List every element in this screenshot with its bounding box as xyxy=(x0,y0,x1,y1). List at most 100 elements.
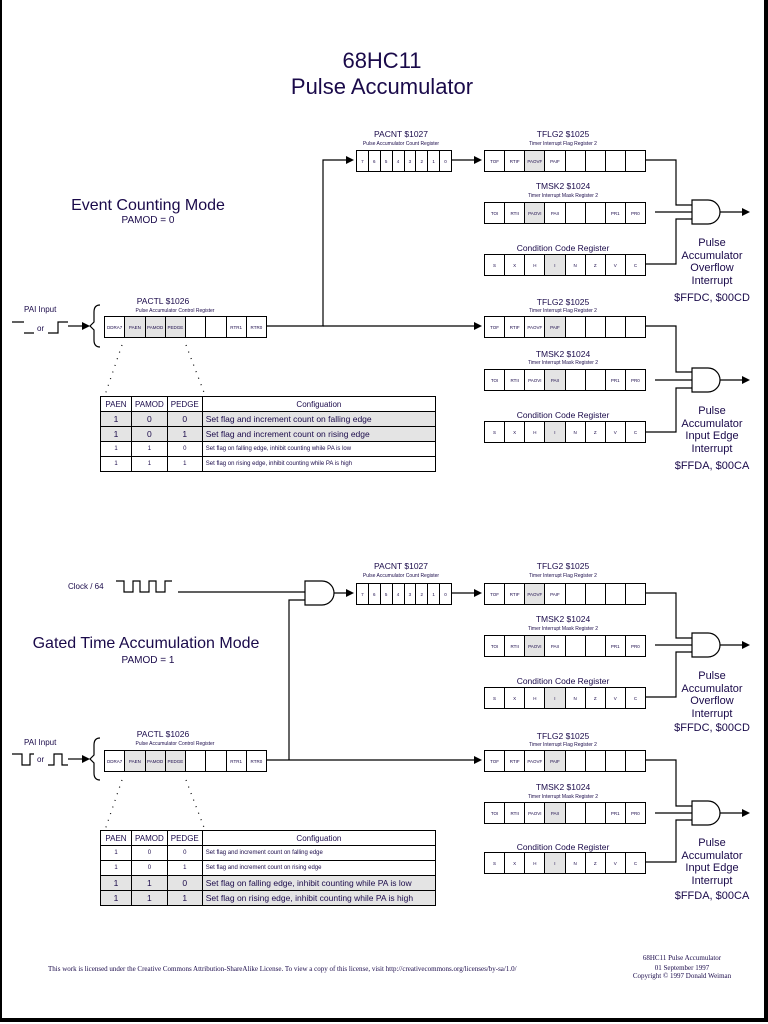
register-bit xyxy=(604,151,625,171)
register-bit: PAII xyxy=(544,203,564,223)
register-bit: V xyxy=(604,853,625,873)
register-bit: PEDGE xyxy=(164,751,185,771)
register-bit: V xyxy=(604,422,625,442)
register-bit: PAIF xyxy=(544,751,565,771)
interrupt-label-line: Interrupt xyxy=(691,274,733,287)
register-bit: 4 xyxy=(391,584,404,604)
table-cell: 1 xyxy=(100,426,132,442)
interrupt-label-line: Pulse xyxy=(698,405,726,417)
register-bit xyxy=(564,370,585,390)
pacnt-name: PACNT $1027 xyxy=(373,129,429,139)
register-bit: TOI xyxy=(490,810,499,816)
table-cell: 1 xyxy=(166,456,203,472)
table-cell: 1 xyxy=(166,890,203,906)
register-bit: H xyxy=(524,255,544,275)
and-gate-clock xyxy=(304,580,335,606)
footer-date: 01 September 1997 xyxy=(654,964,710,972)
ccr-name: Condition Code Register xyxy=(516,842,610,852)
register-bit: V xyxy=(604,688,625,708)
register-bit: PAMOD xyxy=(144,317,165,337)
table-cell: 1 xyxy=(166,860,203,876)
table-cell: 0 xyxy=(131,845,168,861)
register-bit: PAOVF xyxy=(524,584,545,604)
register-bit: PR1 xyxy=(604,636,625,656)
register-bit: S xyxy=(493,695,497,701)
brace-2 xyxy=(89,737,101,781)
pai-waveform-1 xyxy=(12,321,68,334)
ccr-name: Condition Code Register xyxy=(516,243,610,253)
register-bit: I xyxy=(544,255,565,275)
pactl-desc: Pulse Accumulator Control Register xyxy=(135,741,215,747)
table-cell: 1 xyxy=(100,845,132,861)
register-bit xyxy=(185,751,205,771)
table-header-cell: PAEN xyxy=(100,830,132,846)
ccr-name: Condition Code Register xyxy=(516,410,610,420)
register-bit: N xyxy=(564,853,585,873)
table-header-cell: PEDGE xyxy=(166,830,203,846)
register-bit: RTII xyxy=(504,370,524,390)
register-bit: 6 xyxy=(367,151,380,171)
table-header-cell: PAMOD xyxy=(131,396,168,412)
register-bit xyxy=(604,317,625,337)
table-cell: 1 xyxy=(100,411,132,427)
register-bit xyxy=(564,203,585,223)
register-bit xyxy=(564,751,585,771)
register-bit: 3 xyxy=(403,151,416,171)
register-bit: PR0 xyxy=(624,370,645,390)
table-cell: 1 xyxy=(131,441,168,457)
register-bit: I xyxy=(544,422,565,442)
title-line2: Pulse Accumulator xyxy=(290,74,474,99)
pacnt-name: PACNT $1027 xyxy=(373,561,429,571)
register-bit: X xyxy=(504,255,524,275)
register-bit: N xyxy=(564,255,585,275)
register-bit: 7 xyxy=(361,158,364,164)
register-bit: C xyxy=(624,853,645,873)
register-bit xyxy=(624,151,645,171)
tflg2-name: TFLG2 $1025 xyxy=(536,561,590,571)
tmsk2-desc: Timer Interrupt Mask Register 2 xyxy=(527,360,599,366)
pacnt-desc: Pulse Accumulator Count Register xyxy=(362,141,440,147)
register-bit xyxy=(584,584,605,604)
table-header-cell: PAMOD xyxy=(131,830,168,846)
register-bit: PAOVI xyxy=(524,203,545,223)
register-bit xyxy=(584,317,605,337)
pactl-name: PACTL $1026 xyxy=(136,296,190,306)
register-bit: PR0 xyxy=(624,803,645,823)
register-bit xyxy=(584,151,605,171)
and-gate-overflow-2 xyxy=(691,632,721,658)
register-bit: 2 xyxy=(415,151,427,171)
pai-waveform-2 xyxy=(12,753,68,766)
register-bit: 0 xyxy=(439,584,451,604)
interrupt-label-line: Accumulator xyxy=(681,249,743,262)
register-bit: RTIF xyxy=(504,584,524,604)
clock-label: Clock / 64 xyxy=(68,582,104,591)
register-bit: PAIF xyxy=(544,584,564,604)
footer-copyright: Copyright © 1997 Donald Weiman xyxy=(632,972,732,980)
table-cell: 1 xyxy=(100,860,132,876)
interrupt-label-line: Accumulator xyxy=(681,682,743,695)
vector-input-edge-2: $FFDA, $00CA xyxy=(674,890,750,902)
register-bit: PAIF xyxy=(544,317,565,337)
interrupt-label-line: Pulse xyxy=(698,670,726,682)
register-bit: PR0 xyxy=(624,203,645,223)
register-bit xyxy=(624,317,645,337)
or-label-1: or xyxy=(37,324,45,333)
table-header-cell: Configuation xyxy=(201,396,437,412)
interrupt-label-line: Overflow xyxy=(690,262,734,274)
register-bit: Z xyxy=(584,688,605,708)
table-cell: 1 xyxy=(131,875,168,891)
table-cell: 0 xyxy=(166,411,203,427)
mode-sub-pamod-1: PAMOD = 1 xyxy=(121,655,175,666)
license-text: This work is licensed under the Creative… xyxy=(48,965,517,973)
